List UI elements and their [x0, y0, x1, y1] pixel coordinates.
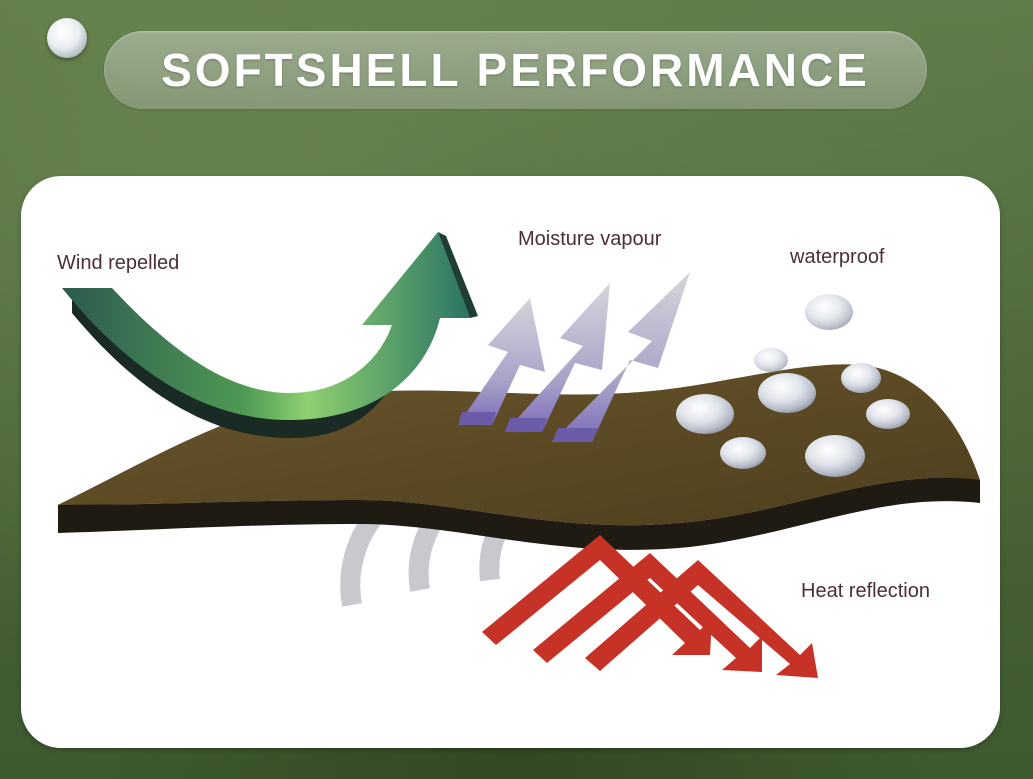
- water-droplet: [758, 373, 816, 413]
- water-droplet: [676, 394, 734, 434]
- water-droplet: [805, 294, 853, 330]
- moisture-vapour-label: Moisture vapour: [518, 228, 662, 250]
- waterproof-label: waterproof: [790, 246, 885, 268]
- water-droplets: [676, 294, 910, 477]
- heat-arrow: [482, 535, 712, 655]
- water-droplet: [720, 437, 766, 469]
- moisture-vapour-arrows: [458, 272, 690, 442]
- heat-arrow: [533, 553, 762, 672]
- title-banner: SOFTSHELL PERFORMANCE: [104, 31, 927, 109]
- page-title: SOFTSHELL PERFORMANCE: [161, 44, 870, 96]
- tag-hole: [47, 18, 87, 58]
- wind-repelled-label: Wind repelled: [57, 252, 180, 274]
- heat-reflection-arrows: [482, 535, 818, 678]
- water-droplet: [866, 399, 910, 429]
- moisture-arrow: [505, 283, 610, 432]
- moisture-arrow: [552, 272, 690, 442]
- heat-reflection-label: Heat reflection: [801, 580, 930, 602]
- water-droplet: [841, 363, 881, 393]
- water-droplet: [805, 435, 865, 477]
- moisture-arrow: [458, 298, 545, 425]
- wind-repelled-arrow: [62, 232, 478, 439]
- heat-arrow: [585, 560, 818, 678]
- water-droplet: [754, 348, 788, 372]
